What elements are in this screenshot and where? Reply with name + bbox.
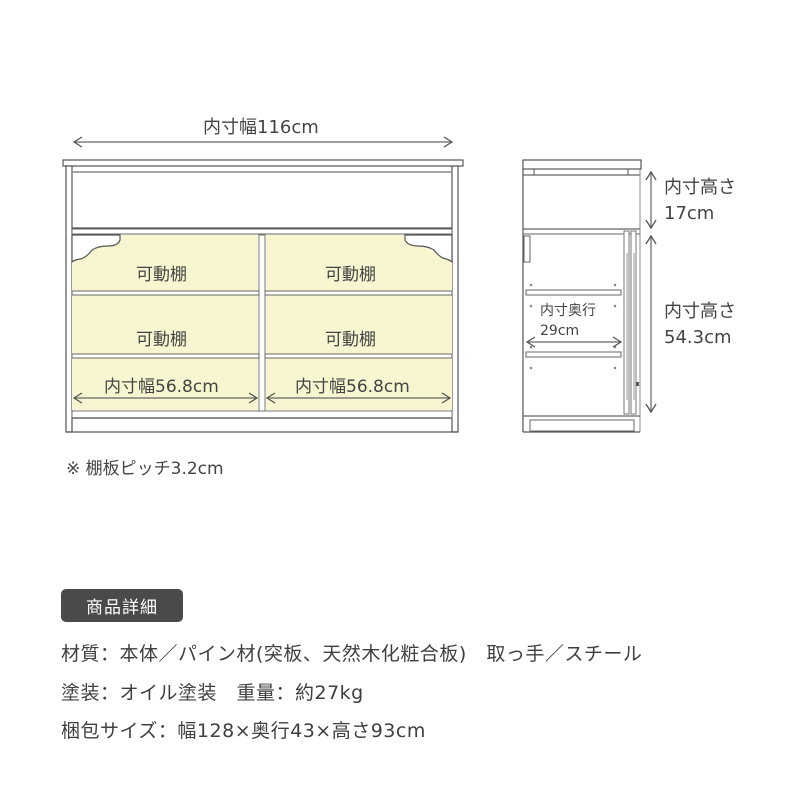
shelf-label: 可動棚 <box>325 265 376 285</box>
lower-height-label-line1: 内寸高さ <box>664 301 736 322</box>
shelf-label: 可動棚 <box>136 265 187 285</box>
shelf-label: 可動棚 <box>136 330 187 350</box>
depth-label: 内寸奥行 29cm <box>540 301 596 341</box>
upper-height-label-line2: 17cm <box>664 203 715 224</box>
compartment-width-label: 内寸幅56.8cm <box>295 377 410 397</box>
spec-finish-weight: 塗装：オイル塗装 重量：約27kg <box>61 682 364 704</box>
spec-material: 材質：本体／パイン材(突板、天然木化粧合板) 取っ手／スチール <box>61 643 643 665</box>
upper-height-label: 内寸高さ 17cm <box>664 175 736 227</box>
spec-package-size: 梱包サイズ：幅128×奥行43×高さ93cm <box>61 720 426 742</box>
depth-label-line1: 内寸奥行 <box>540 303 596 319</box>
lower-height-label-line2: 54.3cm <box>664 327 732 348</box>
depth-label-line2: 29cm <box>540 323 580 339</box>
shelf-label: 可動棚 <box>325 330 376 350</box>
total-width-label: 内寸幅116cm <box>203 117 319 138</box>
lower-height-label: 内寸高さ 54.3cm <box>664 299 736 351</box>
compartment-width-label: 内寸幅56.8cm <box>104 377 219 397</box>
product-details-badge: 商品詳細 <box>61 589 183 622</box>
shelf-pitch-note: ※ 棚板ピッチ3.2cm <box>66 459 224 479</box>
upper-height-label-line1: 内寸高さ <box>664 177 736 198</box>
